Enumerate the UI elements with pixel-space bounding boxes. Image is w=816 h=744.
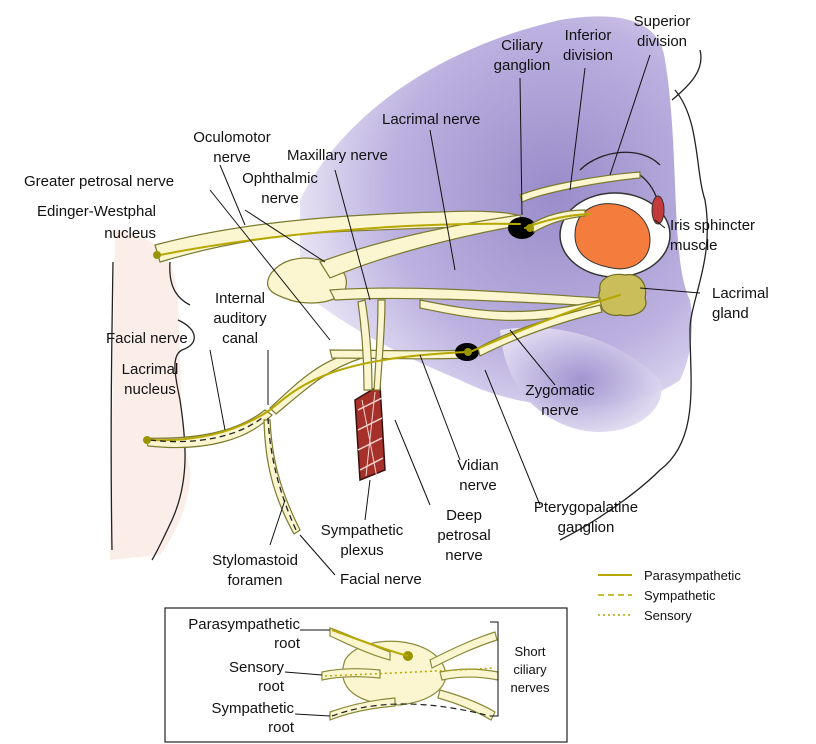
lacrimal-gland-shape	[599, 274, 646, 315]
label-maxillary-nerve: Maxillary nerve	[287, 147, 388, 164]
iris-sphincter	[652, 196, 664, 224]
legend-label-sensory: Sensory	[644, 608, 692, 623]
label-facial-nerve-upper: Facial nerve	[106, 330, 188, 347]
label-facial-nerve-lower: Facial nerve	[340, 571, 422, 588]
artery	[355, 385, 385, 480]
legend-label-parasympathetic: Parasympathetic	[644, 568, 741, 583]
label-lacrimal-nerve: Lacrimal nerve	[382, 111, 480, 128]
label-greater-petrosal-nerve: Greater petrosal nerve	[24, 173, 174, 190]
legend: Parasympathetic Sympathetic Sensory	[598, 568, 741, 623]
legend-label-sympathetic: Sympathetic	[644, 588, 716, 603]
